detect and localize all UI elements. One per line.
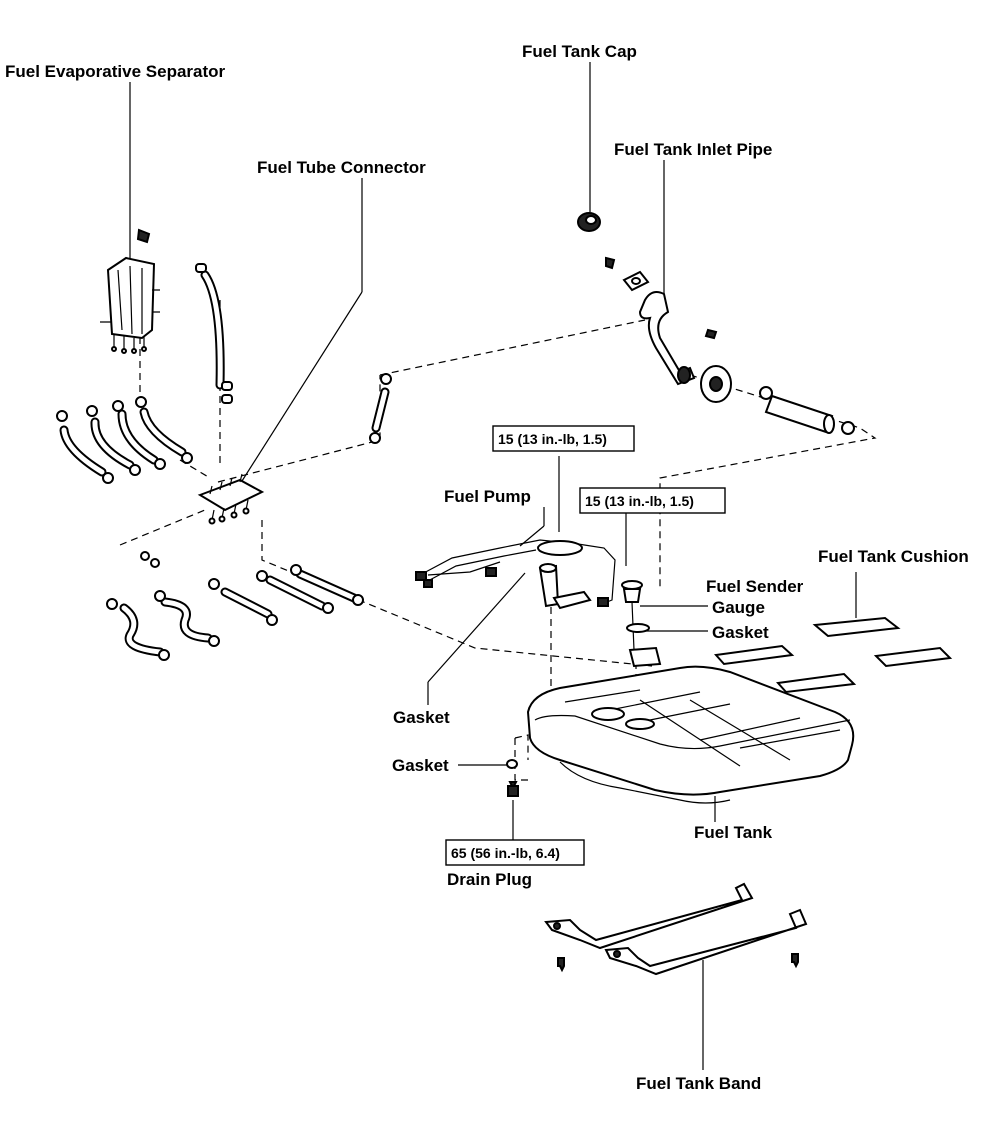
- label-fuel-tank-inlet-pipe: Fuel Tank Inlet Pipe: [614, 140, 772, 159]
- label-gasket-sender: Gasket: [712, 623, 769, 642]
- torque-spec-sender: 15 (13 in.-lb, 1.5): [579, 487, 726, 514]
- fuel-tank-part: [526, 665, 855, 804]
- fuel-pump-part: [415, 539, 616, 610]
- fuel-tank-cap-part: [577, 212, 601, 232]
- torque-drain-text: 65 (56 in.-lb, 6.4): [451, 845, 560, 861]
- fuel-tank-inlet-pipe-part: [605, 256, 855, 435]
- label-drain-plug: Drain Plug: [447, 870, 532, 889]
- fuel-evaporative-separator-part: [100, 228, 160, 354]
- torque-spec-drain: 65 (56 in.-lb, 6.4): [445, 839, 585, 866]
- label-gasket-drain: Gasket: [392, 756, 449, 775]
- part-labels: Fuel Evaporative Separator Fuel Tube Con…: [5, 42, 969, 1093]
- torque-pump-text: 15 (13 in.-lb, 1.5): [498, 431, 607, 447]
- label-fuel-sender-gauge-2: Gauge: [712, 598, 765, 617]
- label-fuel-tank-cushion: Fuel Tank Cushion: [818, 547, 969, 566]
- fuel-tank-cushions: [714, 616, 953, 694]
- fuel-sender-gauge-part: [621, 580, 662, 668]
- drain-plug-part: [507, 781, 519, 797]
- fuel-hoses-left: [56, 263, 233, 484]
- torque-sender-text: 15 (13 in.-lb, 1.5): [585, 493, 694, 509]
- fuel-tank-band-part: [544, 882, 808, 976]
- label-fuel-tank-band: Fuel Tank Band: [636, 1074, 761, 1093]
- label-fuel-tube-connector: Fuel Tube Connector: [257, 158, 426, 177]
- label-fuel-tank: Fuel Tank: [694, 823, 773, 842]
- drain-gasket-part: [506, 759, 518, 769]
- label-fuel-evaporative-separator: Fuel Evaporative Separator: [5, 62, 226, 81]
- label-fuel-pump: Fuel Pump: [444, 487, 531, 506]
- label-fuel-sender-gauge-1: Fuel Sender: [706, 577, 804, 596]
- torque-spec-pump: 15 (13 in.-lb, 1.5): [492, 425, 635, 452]
- leader-lines: [129, 62, 857, 1070]
- fuel-tube-connector-part: [197, 473, 265, 525]
- fuel-hoses-lower-left: [106, 551, 364, 661]
- label-fuel-tank-cap: Fuel Tank Cap: [522, 42, 637, 61]
- middle-hose: [369, 373, 392, 444]
- label-gasket-pump: Gasket: [393, 708, 450, 727]
